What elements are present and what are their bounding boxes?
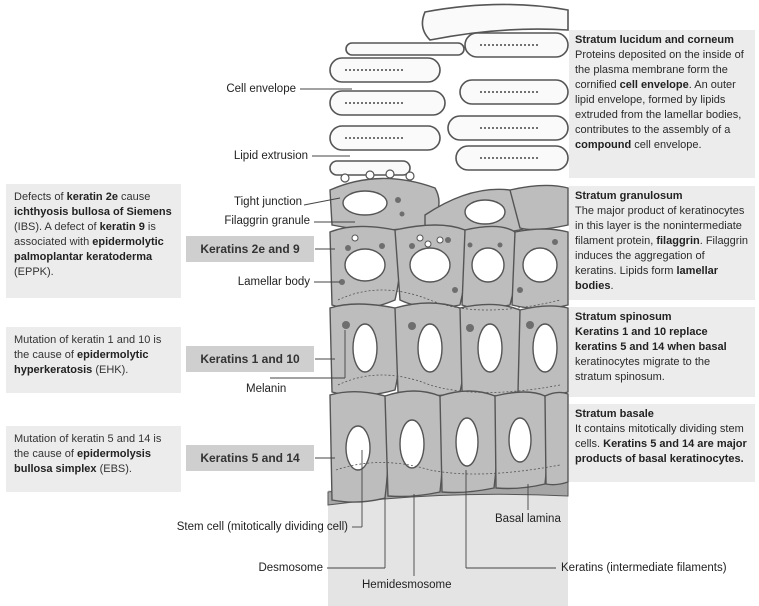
basale-title: Stratum basale — [575, 408, 654, 420]
keratins-5-14-label: Keratins 5 and 14 — [186, 445, 314, 471]
granulosum-title: Stratum granulosum — [575, 190, 683, 202]
ehk-box: Mutation of keratin 1 and 10 is the caus… — [6, 327, 181, 393]
corneum-cells — [330, 4, 568, 175]
filaggrin-granule-label: Filaggrin granule — [190, 214, 310, 228]
spinosum-box: Stratum spinosum Keratins 1 and 10 repla… — [569, 307, 755, 397]
desmosome-label: Desmosome — [220, 561, 323, 575]
keratins-1-10-label: Keratins 1 and 10 — [186, 346, 314, 372]
lamellar-body-label: Lamellar body — [200, 275, 310, 289]
ebs-box: Mutation of keratin 5 and 14 is the caus… — [6, 426, 181, 492]
tight-junction-label: Tight junction — [200, 195, 302, 209]
basal-lamina-label: Basal lamina — [495, 512, 561, 526]
basale-box: Stratum basale It contains mitotically d… — [569, 404, 755, 482]
corneum-box: Stratum lucidum and corneum Proteins dep… — [569, 30, 755, 178]
stem-cell-label: Stem cell (mitotically dividing cell) — [120, 520, 348, 534]
spinosum-title: Stratum spinosum — [575, 311, 672, 323]
melanin-label: Melanin — [246, 382, 286, 396]
ibs-eppk-box: Defects of keratin 2e cause ichthyosis b… — [6, 184, 181, 298]
granulosum-box: Stratum granulosum The major product of … — [569, 186, 755, 300]
keratins-2e-9-label: Keratins 2e and 9 — [186, 236, 314, 262]
hemidesmosome-label: Hemidesmosome — [362, 578, 451, 592]
lipid-extrusion-label: Lipid extrusion — [190, 149, 308, 163]
corneum-title: Stratum lucidum and corneum — [575, 34, 734, 46]
cell-envelope-label: Cell envelope — [190, 82, 296, 96]
keratins-intermediate-filaments-label: Keratins (intermediate filaments) — [561, 561, 727, 575]
